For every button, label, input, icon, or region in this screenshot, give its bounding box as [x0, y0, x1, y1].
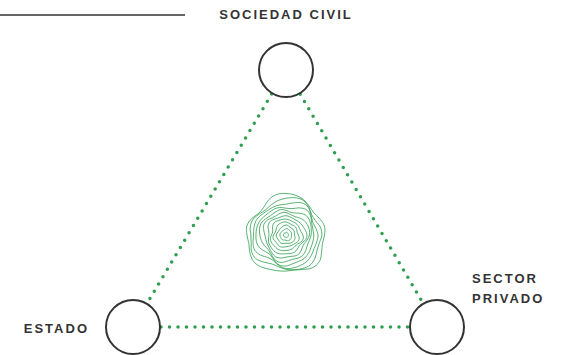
fingerprint-illustration	[246, 193, 325, 271]
actor-circle: ESTADO	[105, 299, 161, 355]
fingerprint-ring	[259, 210, 311, 263]
actor-label: ESTADO	[24, 319, 89, 339]
dotted-connector	[147, 94, 271, 303]
fingerprint-ring	[268, 216, 307, 254]
fingerprint-ring	[253, 202, 318, 268]
circle-shape	[106, 300, 160, 354]
actor-circle: SOCIEDAD CIVIL	[258, 42, 314, 98]
fingerprint-ring	[246, 193, 325, 271]
fingerprint-ring	[270, 219, 303, 251]
circle-outline	[105, 299, 161, 355]
actor-label: SECTOR PRIVADO	[472, 269, 564, 309]
fingerprint-ring	[264, 212, 310, 258]
dotted-connector	[161, 325, 409, 329]
fingerprint-ring	[283, 232, 288, 237]
fingerprint-ring	[280, 229, 292, 241]
circle-shape	[410, 300, 464, 354]
header-rule	[0, 14, 185, 16]
fingerprint-ring	[256, 207, 314, 266]
circle-outline	[409, 299, 465, 355]
actor-label: SOCIEDAD CIVIL	[219, 5, 352, 25]
dotted-connector	[300, 94, 423, 303]
circle-outline	[258, 42, 314, 98]
fingerprint-ring	[273, 222, 299, 247]
circle-shape	[259, 43, 313, 97]
fingerprint-ring	[276, 225, 295, 244]
actor-circle: SECTOR PRIVADO	[409, 299, 465, 355]
